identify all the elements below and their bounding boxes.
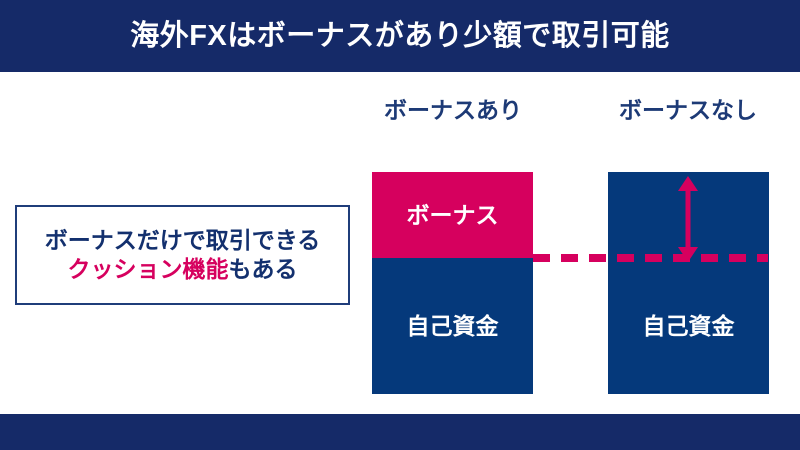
bonus-gap-arrow-icon (678, 176, 698, 262)
bar-segment-own-funds-right: 自己資金 (608, 258, 769, 394)
bar-segment-bonus: ボーナス (372, 172, 533, 258)
bar-segment-own-funds-right-label: 自己資金 (642, 312, 735, 339)
callout-rest-text: もある (228, 256, 298, 282)
title-band: 海外FXはボーナスがあり少額で取引可能 (0, 0, 800, 72)
bonus-level-dashed-line (533, 254, 768, 262)
bar-with-bonus: ボーナス 自己資金 (372, 172, 533, 394)
bottom-band (0, 414, 800, 450)
column-header-without-bonus: ボーナスなし (619, 97, 757, 123)
callout-highlight-text: クッション機能 (67, 256, 229, 282)
callout-line-1: ボーナスだけで取引できる (44, 226, 321, 253)
column-header-with-bonus: ボーナスあり (384, 97, 522, 123)
bar-segment-own-funds-left: 自己資金 (372, 258, 533, 394)
bar-segment-bonus-label: ボーナス (406, 201, 499, 228)
bonus-gap-arrow (668, 176, 708, 262)
page-title: 海外FXはボーナスがあり少額で取引可能 (130, 19, 670, 52)
callout-line-2: クッション機能もある (68, 255, 298, 284)
bar-segment-own-funds-left-label: 自己資金 (406, 312, 499, 339)
cushion-callout-box: ボーナスだけで取引できる クッション機能もある (15, 205, 350, 305)
